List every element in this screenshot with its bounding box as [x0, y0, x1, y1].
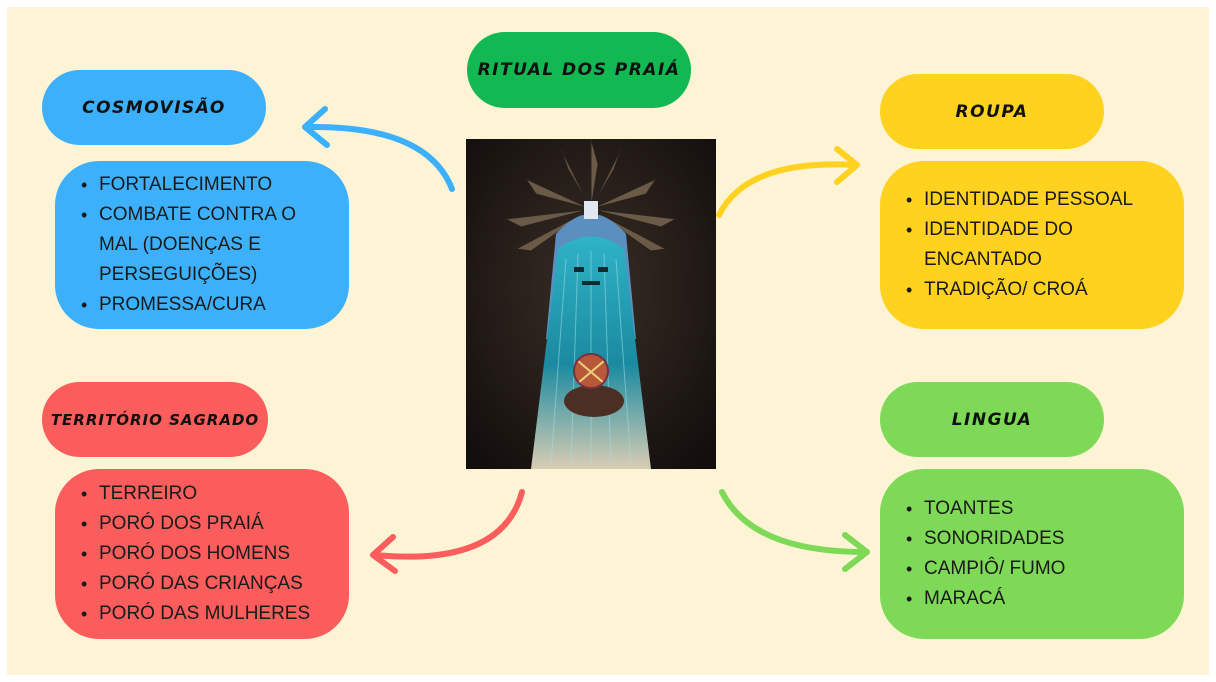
roupa-heading-pill: ROUPA: [880, 74, 1104, 149]
roupa-list: IDENTIDADE PESSOAL IDENTIDADE DO ENCANTA…: [906, 185, 1164, 305]
roupa-item: TRADIÇÃO/ CROÁ: [906, 275, 1164, 305]
cosmovisao-item: COMBATE CONTRA O MAL (DOENÇAS E PERSEGUI…: [81, 200, 329, 290]
cosmovisao-heading-pill: COSMOVISÃO: [42, 70, 266, 145]
lingua-list: TOANTES SONORIDADES CAMPIÔ/ FUMO MARACÁ: [906, 494, 1065, 614]
roupa-heading: ROUPA: [955, 101, 1029, 122]
roupa-card: IDENTIDADE PESSOAL IDENTIDADE DO ENCANTA…: [880, 161, 1184, 329]
cosmovisao-list: FORTALECIMENTO COMBATE CONTRA O MAL (DOE…: [81, 170, 329, 320]
arrow-head-roupa: [834, 146, 860, 185]
lingua-heading-pill: LINGUA: [880, 382, 1104, 457]
arrow-to-cosmovisao: [304, 123, 455, 192]
central-title: RITUAL DOS PRAIÁ: [477, 60, 681, 80]
connector-arrows: [302, 106, 870, 574]
lingua-card: TOANTES SONORIDADES CAMPIÔ/ FUMO MARACÁ: [880, 469, 1184, 639]
cosmovisao-item: FORTALECIMENTO: [81, 170, 329, 200]
territorio-item: TERREIRO: [81, 479, 310, 509]
cosmovisao-heading: COSMOVISÃO: [82, 97, 226, 118]
territorio-card: TERREIRO PORÓ DOS PRAIÁ PORÓ DOS HOMENS …: [55, 469, 349, 639]
territorio-list: TERREIRO PORÓ DOS PRAIÁ PORÓ DOS HOMENS …: [81, 479, 310, 629]
arrow-head-territorio: [370, 534, 398, 574]
lingua-item: TOANTES: [906, 494, 1065, 524]
lingua-heading: LINGUA: [951, 409, 1033, 430]
cosmovisao-card: FORTALECIMENTO COMBATE CONTRA O MAL (DOE…: [55, 161, 349, 329]
arrow-to-roupa: [716, 161, 858, 218]
territorio-heading: TERRITÓRIO SAGRADO: [50, 410, 260, 429]
lingua-item: CAMPIÔ/ FUMO: [906, 554, 1065, 584]
territorio-item: PORÓ DOS HOMENS: [81, 539, 310, 569]
cosmovisao-item: PROMESSA/CURA: [81, 290, 329, 320]
roupa-item: IDENTIDADE DO ENCANTADO: [906, 215, 1164, 275]
mind-map-canvas: RITUAL DOS PRAIÁ: [7, 7, 1209, 675]
lingua-item: MARACÁ: [906, 584, 1065, 614]
arrow-head-cosmovisao: [302, 106, 330, 148]
roupa-item: IDENTIDADE PESSOAL: [906, 185, 1164, 215]
territorio-item: PORÓ DAS CRIANÇAS: [81, 569, 310, 599]
territorio-item: PORÓ DOS PRAIÁ: [81, 509, 310, 539]
central-title-pill: RITUAL DOS PRAIÁ: [467, 32, 691, 108]
arrow-to-territorio: [372, 489, 525, 560]
arrow-to-lingua: [719, 489, 868, 555]
territorio-heading-pill: TERRITÓRIO SAGRADO: [42, 382, 268, 457]
praia-costume-photo: [466, 139, 716, 469]
territorio-item: PORÓ DAS MULHERES: [81, 599, 310, 629]
lingua-item: SONORIDADES: [906, 524, 1065, 554]
arrow-head-lingua: [842, 532, 870, 572]
